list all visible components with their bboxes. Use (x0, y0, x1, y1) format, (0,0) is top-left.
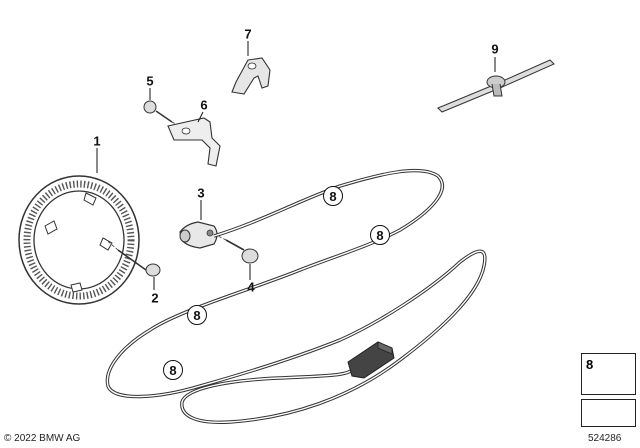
legend-number: 8 (586, 357, 594, 372)
screw-5 (143, 100, 185, 129)
abs-sensor-ring (18, 175, 140, 305)
callout-9: 9 (491, 41, 499, 57)
arrow-box (581, 399, 636, 427)
callout-5: 5 (146, 73, 154, 89)
callout-8-d: 8 (163, 360, 183, 380)
callout-2: 2 (151, 290, 159, 306)
callout-8-c: 8 (187, 305, 207, 325)
abs-sensor (179, 221, 218, 249)
callout-8-a: 8 (323, 186, 343, 206)
callout-8-b: 8 (370, 225, 390, 245)
sensor-cable (105, 168, 487, 425)
bracket-6 (167, 117, 221, 167)
cable-connector (347, 341, 395, 379)
callout-3: 3 (197, 185, 205, 201)
clip-7 (231, 57, 271, 95)
cable-tie-9 (437, 59, 555, 113)
callout-7: 7 (244, 26, 252, 42)
leader-6 (197, 111, 204, 123)
screw-4 (213, 233, 259, 264)
copyright-text: © 2022 BMW AG (4, 433, 81, 444)
reference-number: 524286 (588, 433, 622, 444)
callout-6: 6 (200, 97, 208, 113)
legend-box: 8 (581, 353, 636, 395)
callout-4: 4 (247, 279, 255, 295)
screw-2 (103, 237, 161, 277)
callout-1: 1 (93, 133, 101, 149)
